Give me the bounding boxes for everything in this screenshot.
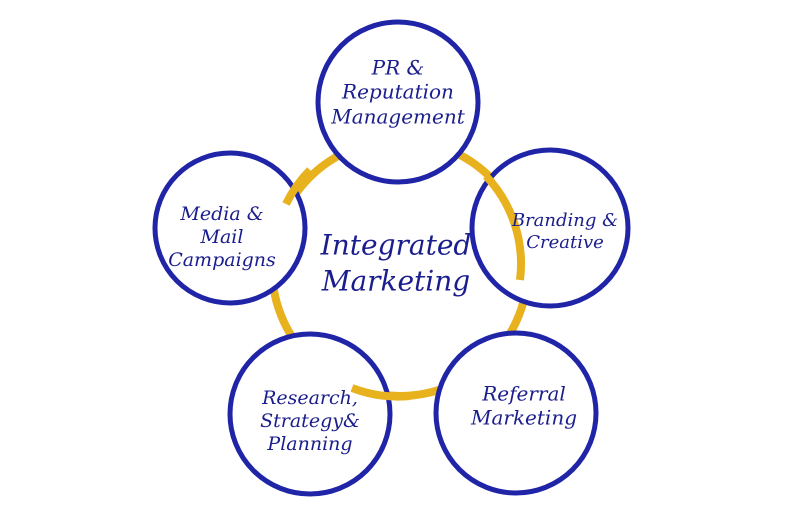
node-circle-branding — [469, 147, 631, 309]
node-label-referral: Referral Marketing — [470, 381, 578, 430]
node-circle-referral — [433, 330, 599, 496]
node-label-pr: PR & Reputation Management — [331, 55, 465, 129]
center-ring-overlap-left — [282, 167, 313, 206]
node-circle-media — [152, 150, 308, 306]
node-label-research: Research, Strategy& Planning — [260, 387, 360, 456]
node-circle-research — [227, 331, 393, 497]
node-label-branding: Branding & Creative — [511, 210, 619, 253]
center-ring-overlap-right — [483, 173, 525, 281]
node-circle-pr — [315, 19, 481, 185]
center-ring-overlap-bottom — [350, 384, 411, 401]
center-label: Integrated Marketing — [320, 228, 472, 298]
node-label-media: Media & Mail Campaigns — [168, 203, 276, 272]
